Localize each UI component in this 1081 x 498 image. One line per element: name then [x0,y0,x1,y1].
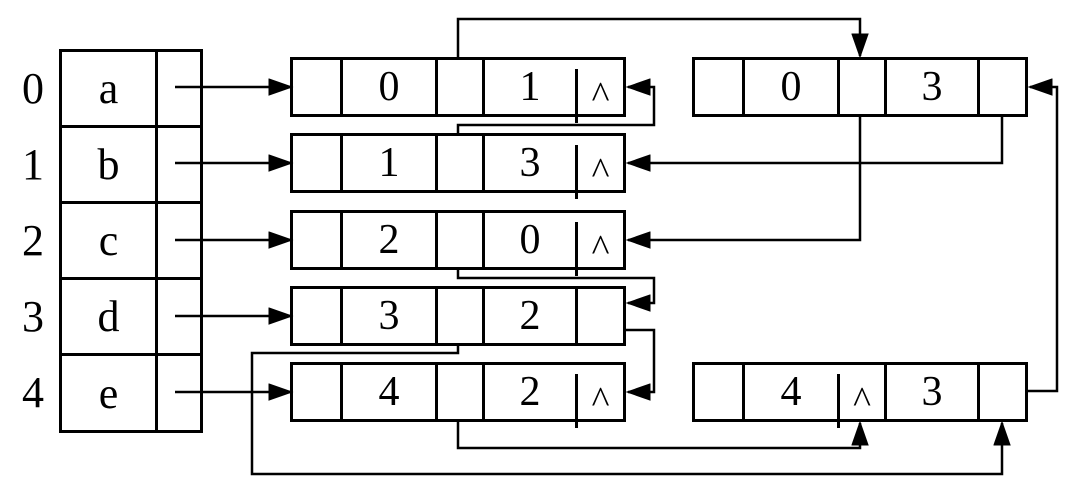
edge-ivex-cell: 0 [742,60,837,114]
edge-node-3-2: 3 2 [290,286,626,346]
edge-node-0-3: 0 3 [692,57,1028,117]
vertex-firstedge-cell [155,356,200,430]
vertex-data-cell: e [98,368,119,418]
vertex-row-c: c [59,201,203,280]
edge-mark-cell [293,213,340,267]
edge-ilink-cell [435,289,482,343]
edge-ilink-cell [435,136,482,190]
edge-jlink-cell: ^ [575,145,623,199]
wire-edge03-ilink-to-edge20 [625,117,862,249]
wire-edge32-jlink-to-edge42 [625,328,656,401]
vertex-index-label: 4 [22,368,44,417]
edge-node-4-3: 4 ^ 3 [692,362,1028,428]
edge-node-1-3: 1 3 ^ [290,133,626,199]
wire-edge01-ilink-to-edge03 [456,17,869,59]
edge-node-0-1: 0 1 ^ [290,57,626,123]
edge-mark-cell [293,365,340,419]
vertex-firstedge-cell [155,128,200,201]
edge-ivex-cell: 2 [340,213,435,267]
edge-ivex-cell: 0 [340,60,435,114]
vertex-firstedge-cell [155,280,200,353]
vertex-row-d: d [59,277,203,356]
vertex-index-label: 0 [22,64,44,113]
vertex-index-label: 3 [22,292,44,341]
wire-edge42-ilink-to-edge43 [456,420,869,450]
edge-jlink-cell: ^ [575,222,623,276]
edge-jvex-cell: 3 [884,60,977,114]
vertex-index-label: 1 [22,140,44,189]
edge-jlink-cell [575,289,623,343]
wire-edge03-jlink-to-edge13 [625,117,1004,172]
vertex-data-cell: b [97,140,120,189]
edge-jlink-cell: ^ [575,69,623,123]
edge-jlink-cell [977,60,1025,114]
edge-ivex-cell: 4 [340,365,435,419]
edge-mark-cell [293,60,340,114]
vertex-row-b: b [59,125,203,204]
edge-node-4-2: 4 2 ^ [290,362,626,428]
edge-jvex-cell: 2 [482,289,575,343]
edge-ilink-cell: ^ [837,374,884,428]
edge-jlink-cell [977,365,1025,419]
edge-ilink-cell [435,213,482,267]
edge-mark-cell [293,136,340,190]
edge-mark-cell [293,289,340,343]
vertex-firstedge-cell [155,204,200,277]
edge-jvex-cell: 0 [482,213,575,267]
edge-jvex-cell: 3 [482,136,575,190]
edge-jlink-cell: ^ [575,374,623,428]
edge-mark-cell [695,365,742,419]
vertex-row-a: a [59,49,203,128]
edge-ilink-cell [435,60,482,114]
edge-ilink-cell [435,365,482,419]
vertex-data-cell: c [98,216,119,265]
edge-ilink-cell [837,60,884,114]
edge-node-2-0: 2 0 ^ [290,210,626,276]
edge-jvex-cell: 3 [884,365,977,419]
edge-ivex-cell: 3 [340,289,435,343]
edge-ivex-cell: 4 [742,365,837,419]
vertex-data-cell: d [97,292,120,341]
vertex-data-cell: a [98,64,119,113]
vertex-index-label: 2 [22,216,44,265]
edge-jvex-cell: 2 [482,365,575,419]
vertex-firstedge-cell [155,52,200,125]
edge-mark-cell [695,60,742,114]
edge-jvex-cell: 1 [482,60,575,114]
vertex-row-e: e [59,353,203,433]
edge-ivex-cell: 1 [340,136,435,190]
wire-edge43-jlink-to-edge03 [1027,78,1059,393]
